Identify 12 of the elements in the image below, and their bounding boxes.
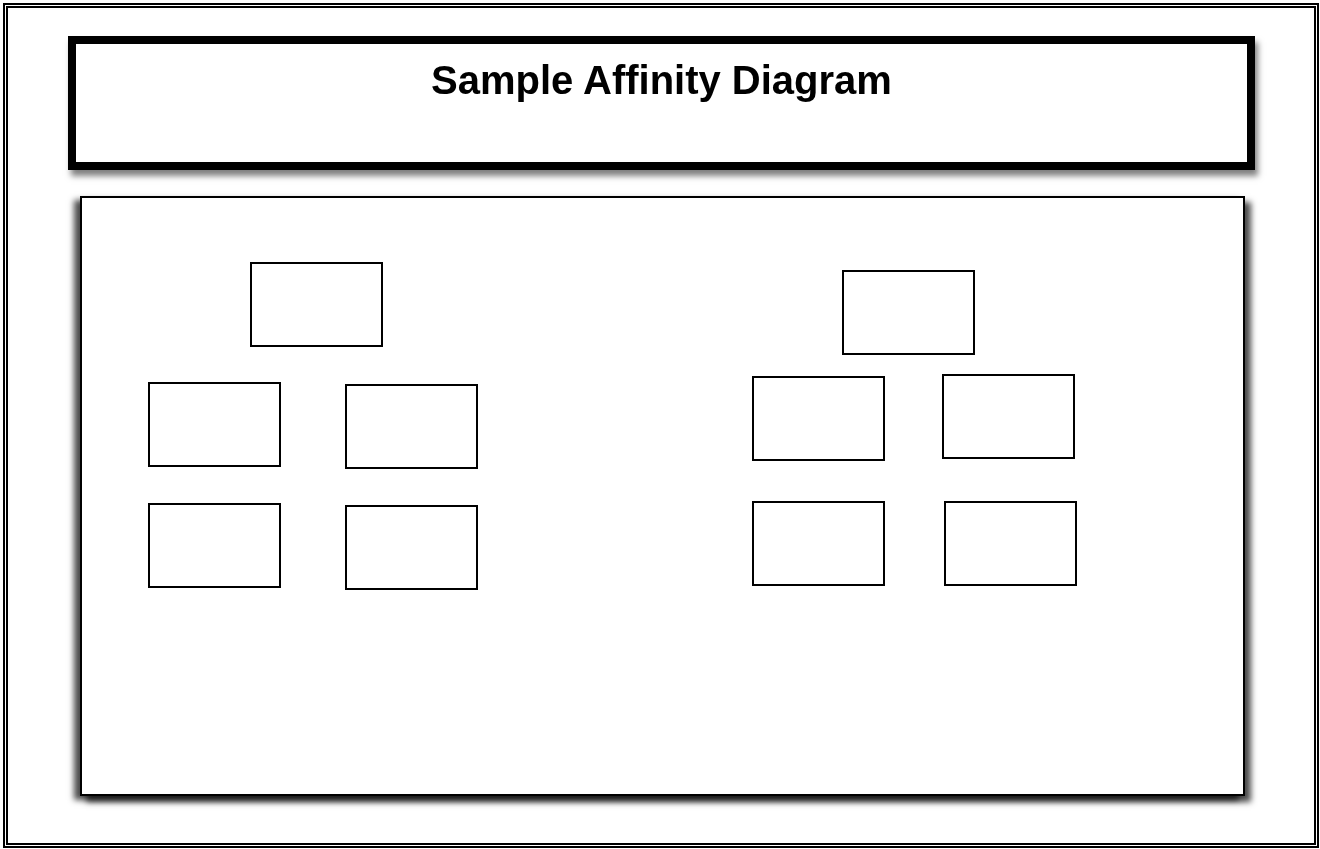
board-panel [80,196,1245,796]
note-card [148,503,281,588]
diagram-title: Sample Affinity Diagram [430,58,893,103]
note-card [345,384,478,469]
note-card [944,501,1077,586]
note-card [148,382,281,467]
note-card [752,376,885,461]
note-card [250,262,383,347]
note-card [942,374,1075,459]
note-card [752,501,885,586]
note-card [345,505,478,590]
note-card [842,270,975,355]
